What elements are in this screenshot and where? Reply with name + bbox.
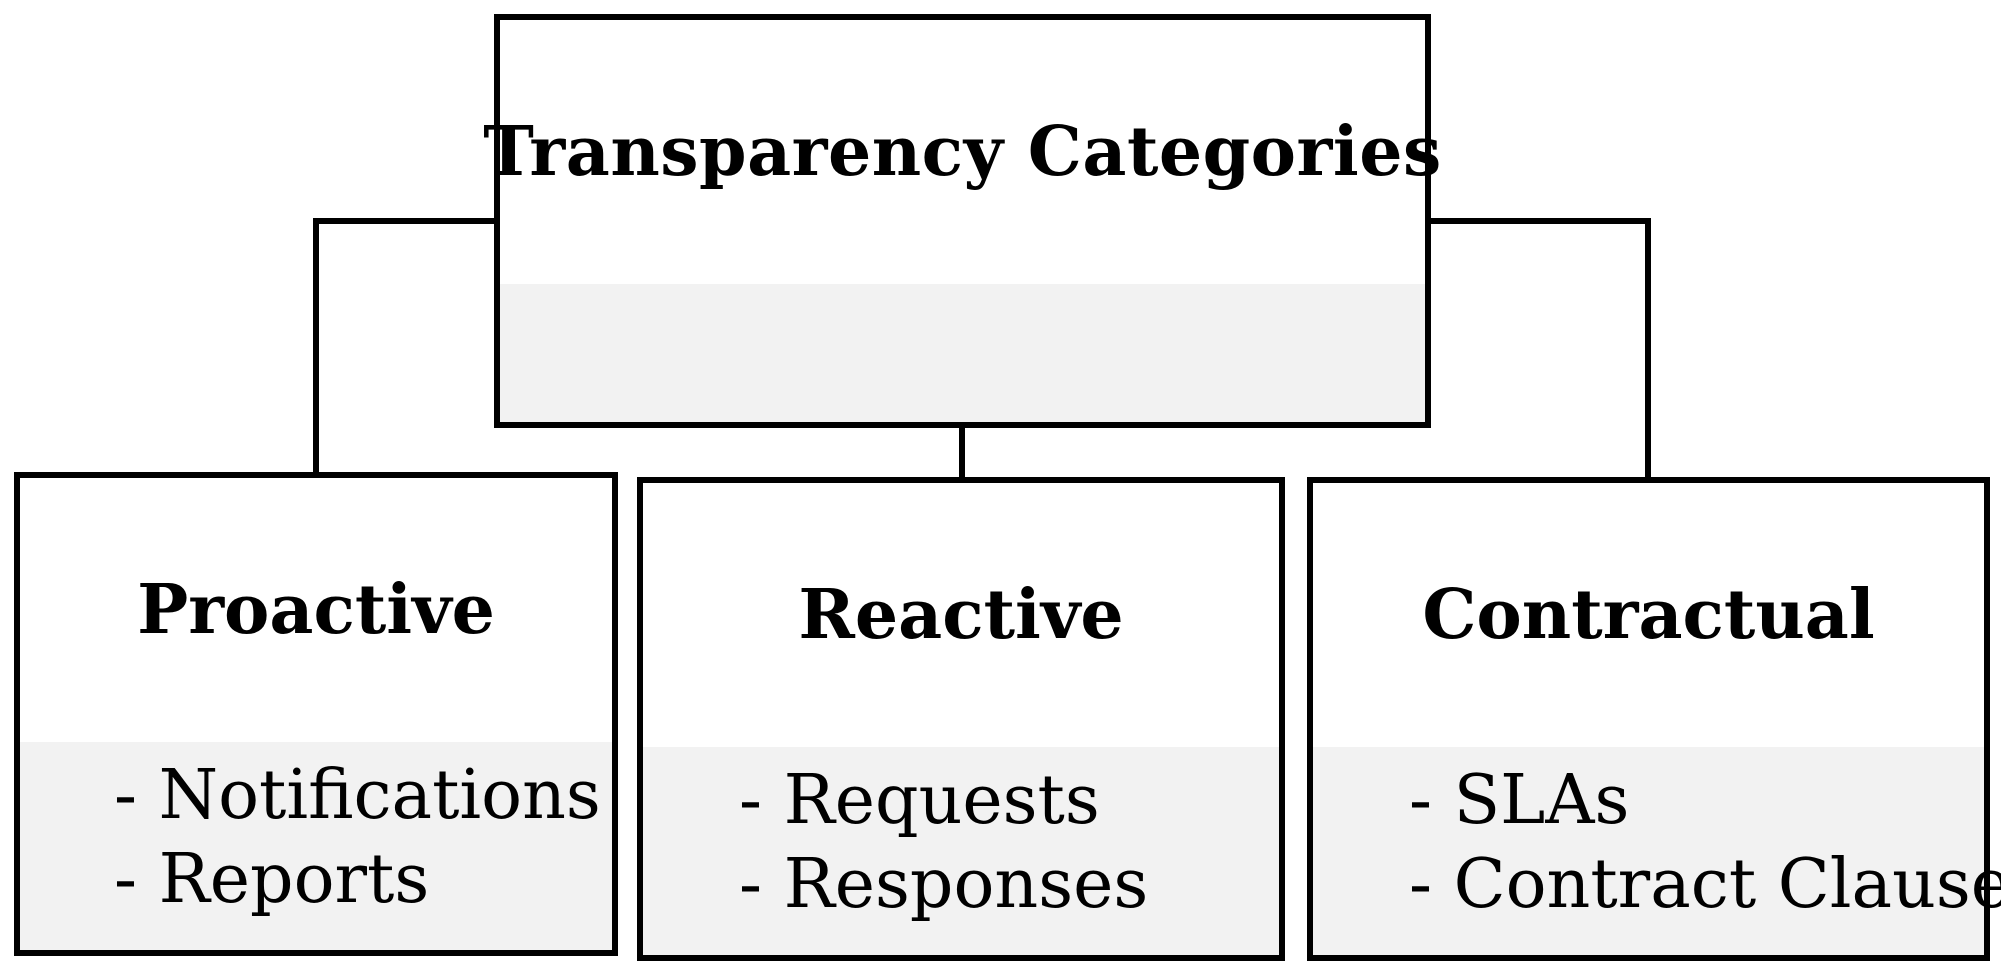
category-title-contractual: Contractual <box>1422 575 1875 655</box>
connector-root-to-contractual <box>1431 218 1651 477</box>
root-category-header: Transparency Categories <box>483 20 1441 290</box>
category-item-list-proactive: - Notifications - Reports <box>114 754 601 922</box>
category-item: - Requests <box>739 761 1100 840</box>
category-header-reactive: Reactive <box>643 483 1279 753</box>
category-item-list-contractual: - SLAs - Contract Clauses <box>1409 759 2001 927</box>
category-body-proactive: - Notifications - Reports <box>20 742 612 950</box>
category-title-reactive: Reactive <box>798 575 1124 655</box>
category-box-reactive: Reactive - Requests - Responses <box>637 477 1285 961</box>
category-header-contractual: Contractual <box>1313 483 1984 753</box>
category-item: - Notifications <box>114 756 601 835</box>
category-item: - Contract Clauses <box>1409 845 2001 924</box>
connector-root-to-proactive <box>313 218 494 472</box>
category-item: - Responses <box>739 845 1149 924</box>
category-title-proactive: Proactive <box>137 570 495 650</box>
category-body-reactive: - Requests - Responses <box>643 747 1279 955</box>
category-item: - Reports <box>114 840 430 919</box>
category-item: - SLAs <box>1409 761 1630 840</box>
root-category-body <box>500 284 1425 422</box>
root-category-box: Transparency Categories <box>483 14 1441 428</box>
category-box-contractual: Contractual - SLAs - Contract Clauses <box>1307 477 2001 961</box>
category-body-contractual: - SLAs - Contract Clauses <box>1313 747 2001 955</box>
category-item-list-reactive: - Requests - Responses <box>739 759 1148 927</box>
category-header-proactive: Proactive <box>20 478 612 748</box>
category-box-proactive: Proactive - Notifications - Reports <box>14 472 618 956</box>
root-category-title: Transparency Categories <box>483 112 1442 192</box>
